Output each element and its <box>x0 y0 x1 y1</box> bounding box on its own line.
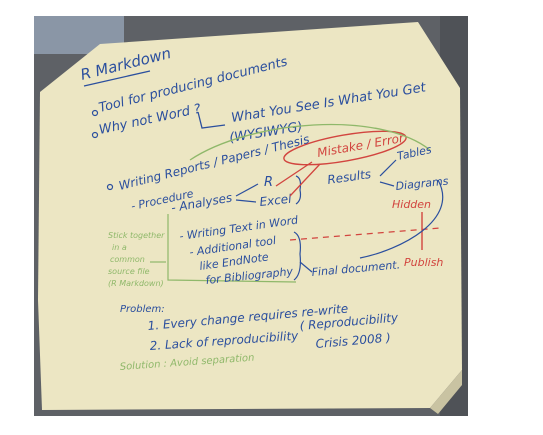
reproducibility-2: Crisis 2008 ) <box>315 330 391 351</box>
arrow-tables <box>379 159 397 177</box>
title-underline <box>83 70 151 87</box>
red-arrow-1 <box>275 161 313 187</box>
board-surface <box>38 22 462 410</box>
hidden-label: Hidden <box>392 198 431 211</box>
arrow-to-r <box>235 183 259 197</box>
red-arrow-2 <box>289 163 321 197</box>
green-bracket <box>167 214 297 283</box>
arrow-final-doc <box>299 261 313 273</box>
bullet-dot-3 <box>106 183 114 191</box>
results-label: Results <box>326 167 371 187</box>
red-dashed-line <box>289 227 441 241</box>
bullet-dot-1 <box>91 109 99 117</box>
tool-excel: Excel <box>259 192 293 209</box>
blue-curve-final <box>359 179 444 259</box>
diagrams-label: Diagrams <box>395 174 449 192</box>
green-arc <box>189 123 431 161</box>
brace-results <box>295 175 302 205</box>
publish-label: Publish <box>404 256 443 269</box>
problem-label: Problem: <box>120 304 165 315</box>
sidenote-1: Stick together <box>108 231 165 240</box>
sidenote-3: common <box>110 255 145 264</box>
sidenote-5: (R Markdown) <box>108 279 164 288</box>
arrow-diagrams <box>379 181 395 187</box>
sidenote-4: source file <box>108 267 150 276</box>
wysiwyg-arrow <box>197 111 226 129</box>
arrow-to-excel <box>235 199 257 203</box>
brace-final <box>293 231 301 281</box>
bullet-dot-2 <box>91 131 99 139</box>
board-shadow <box>430 370 462 414</box>
sidenote-2: in a <box>112 243 127 252</box>
tool-r: R <box>264 175 273 190</box>
